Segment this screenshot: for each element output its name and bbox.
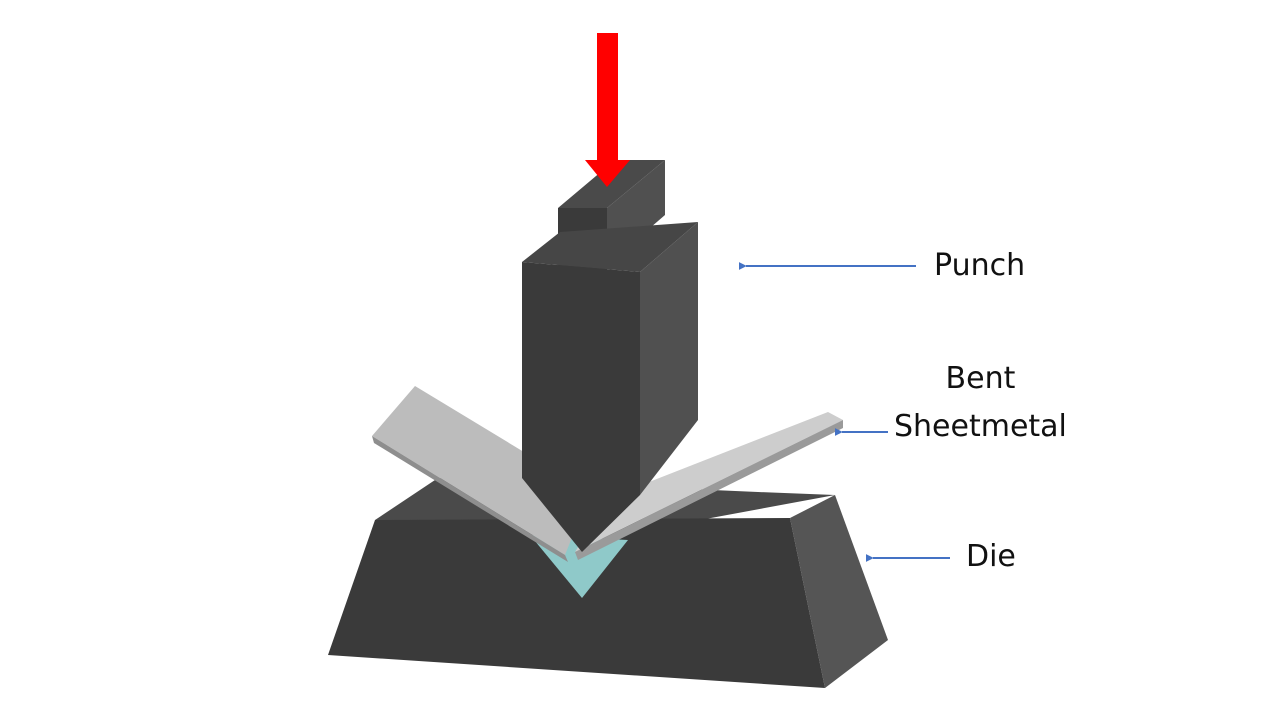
punch-tang-top [558,160,665,208]
sheet-right-edge [575,420,843,560]
die-label: Die [966,539,1016,574]
die-front-face [328,518,825,688]
bent-sheetmetal-label: Bent Sheetmetal [894,355,1067,451]
bent-sheetmetal [372,386,843,562]
punch-body-front [522,262,640,552]
punch-shoulder-top [522,222,698,272]
force-arrow-head [585,160,630,187]
force-arrow-shaft [597,33,618,163]
sheet-left-edge [372,436,568,562]
punch-label: Punch [934,248,1026,283]
down-arrow-icon [585,33,630,187]
punch [522,160,698,552]
die-side-face [790,495,888,688]
sheet-left-flange [372,386,590,555]
bent-sheetmetal-label-line2: Sheetmetal [894,409,1067,444]
sheet-right-flange [575,412,843,552]
bent-sheetmetal-label-line1: Bent [945,361,1016,396]
punch-body-side [640,222,698,495]
